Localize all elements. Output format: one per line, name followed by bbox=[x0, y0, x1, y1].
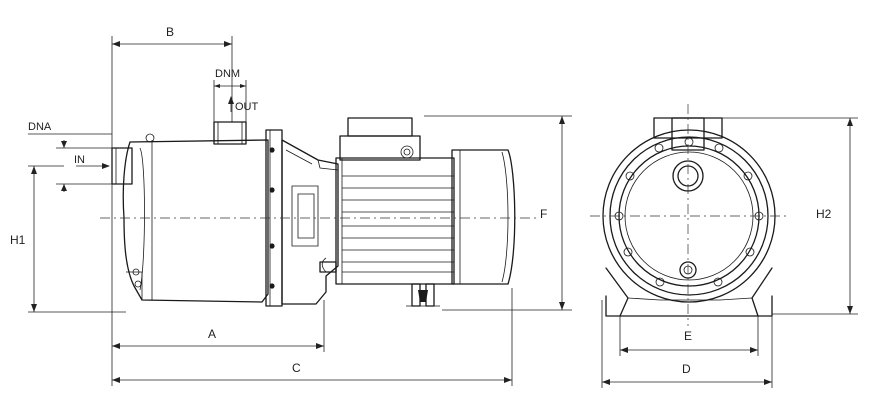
motor-foot bbox=[406, 283, 440, 307]
dim-label-f: F bbox=[540, 207, 547, 221]
dim-a: A bbox=[111, 184, 325, 386]
label-in: IN bbox=[74, 154, 85, 166]
dim-h1: H1 bbox=[10, 165, 126, 313]
motor-housing bbox=[335, 157, 455, 285]
dim-label-c: C bbox=[292, 361, 301, 375]
terminal-box bbox=[339, 117, 421, 161]
front-outer-ring bbox=[602, 129, 776, 303]
dim-f: F bbox=[424, 115, 572, 311]
dim-d: D bbox=[601, 300, 773, 388]
inlet-port bbox=[111, 147, 133, 185]
pump-body bbox=[122, 133, 269, 303]
dim-h2: H2 bbox=[722, 117, 858, 315]
label-out: OUT bbox=[235, 101, 259, 113]
dim-label-a: A bbox=[208, 327, 216, 341]
dim-label-h1: H1 bbox=[10, 233, 26, 247]
dim-dna: DNA bbox=[28, 121, 112, 192]
dimensions: B DNM OUT DNA bbox=[10, 25, 858, 388]
dim-label-d: D bbox=[682, 362, 691, 376]
dim-label-e: E bbox=[684, 329, 692, 343]
out-arrow: OUT bbox=[228, 96, 259, 113]
dim-label-h2: H2 bbox=[816, 207, 832, 221]
fan-cover bbox=[451, 149, 516, 285]
dim-c: C bbox=[112, 288, 513, 386]
dim-label-dna: DNA bbox=[28, 121, 52, 133]
dim-dnm: DNM bbox=[213, 68, 247, 122]
front-view bbox=[590, 104, 790, 326]
motor-bracket bbox=[281, 139, 339, 305]
dim-label-b: B bbox=[166, 25, 174, 39]
dim-b: B bbox=[111, 25, 233, 148]
dim-e: E bbox=[619, 316, 759, 356]
side-view bbox=[100, 117, 540, 307]
front-base bbox=[605, 267, 773, 317]
front-bolt-holes bbox=[614, 137, 764, 287]
outlet-port bbox=[213, 121, 247, 145]
dim-label-dnm: DNM bbox=[215, 68, 240, 80]
in-arrow: IN bbox=[74, 154, 110, 169]
